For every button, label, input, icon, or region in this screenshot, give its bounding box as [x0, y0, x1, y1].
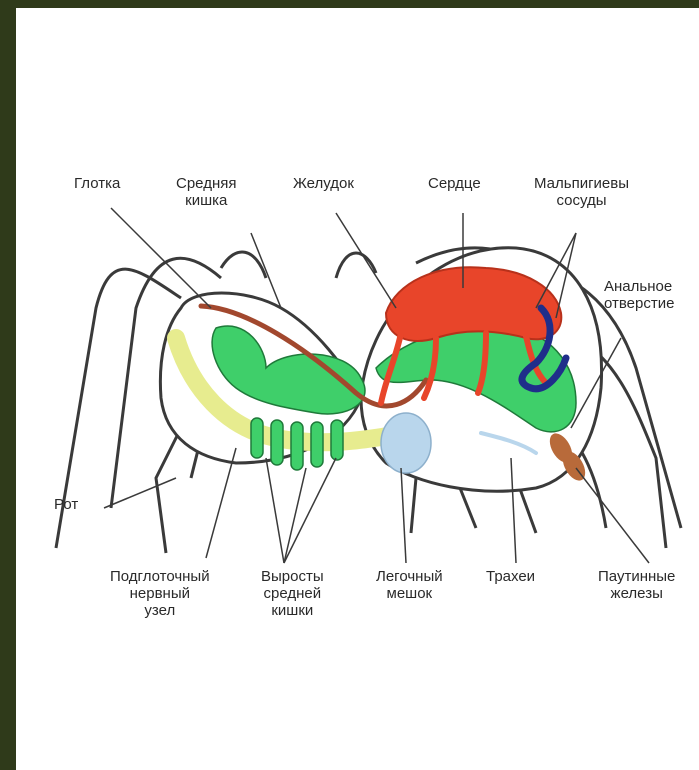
label-mouth: Рот — [54, 496, 78, 513]
label-ganglion: Подглоточный нервный узел — [110, 568, 210, 619]
label-midgut: Средняя кишка — [176, 175, 236, 209]
gut-outgrowth-5 — [331, 420, 343, 460]
gut-outgrowth-3 — [291, 422, 303, 470]
label-stomach: Желудок — [293, 175, 354, 192]
spider-anatomy-diagram — [16, 8, 699, 770]
label-trachea: Трахеи — [486, 568, 535, 585]
gut-outgrowth-2 — [271, 420, 283, 465]
diagram-frame: Глотка Средняя кишка Желудок Сердце Маль… — [16, 8, 699, 770]
label-malpighian: Мальпигиевы сосуды — [534, 175, 629, 209]
label-silk-glands: Паутинные железы — [598, 568, 675, 602]
lung-sac — [381, 413, 431, 473]
gut-outgrowth-1 — [251, 418, 263, 458]
label-gut-outgrowths: Выросты средней кишки — [261, 568, 324, 619]
gut-outgrowth-4 — [311, 422, 323, 467]
label-anus: Анальное отверстие — [604, 278, 674, 312]
label-heart: Сердце — [428, 175, 481, 192]
label-pharynx: Глотка — [74, 175, 120, 192]
label-lung: Легочный мешок — [376, 568, 443, 602]
